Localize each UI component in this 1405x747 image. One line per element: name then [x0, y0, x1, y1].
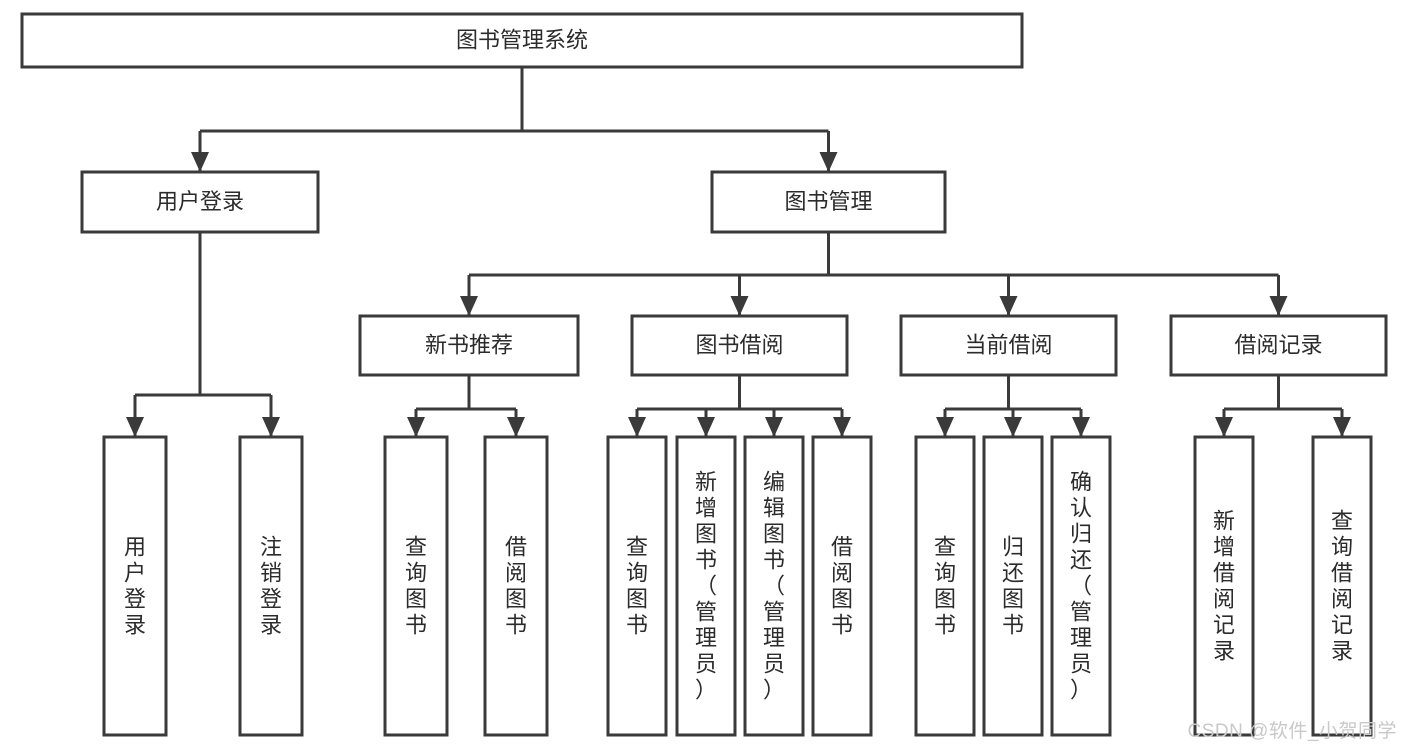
node-box[interactable] [743, 435, 805, 737]
node-box[interactable] [914, 435, 976, 737]
node-label: 当前借阅 [964, 332, 1052, 357]
node-leaf-add-borrow-record[interactable]: 新增借阅记录 [1193, 435, 1255, 737]
edge-arrow-head [697, 417, 715, 437]
edge-arrow-head [936, 417, 954, 437]
node-leaf-query-book-borrow[interactable]: 查询图书 [606, 435, 668, 737]
node-box[interactable] [238, 435, 304, 737]
node-borrow-record[interactable]: 借阅记录 [1169, 314, 1388, 377]
node-box[interactable] [899, 314, 1118, 377]
edge-group [936, 375, 1090, 437]
edge-arrow-head [507, 417, 525, 437]
node-label: 确认归还（管理员） [1070, 469, 1092, 702]
node-root[interactable]: 图书管理系统 [20, 12, 1024, 69]
node-box[interactable] [982, 435, 1044, 737]
edge-arrow-head [999, 296, 1018, 316]
node-box[interactable] [630, 314, 849, 377]
node-label: 归还图书 [1002, 534, 1024, 637]
edge-arrow-head [460, 296, 478, 316]
node-box[interactable] [383, 435, 449, 737]
edge-arrow-head [730, 296, 749, 316]
node-label: 注销登录 [260, 534, 282, 637]
node-label: 图书借阅 [695, 332, 783, 357]
node-box[interactable] [710, 170, 947, 234]
node-box[interactable] [80, 170, 320, 234]
node-label: 借阅记录 [1234, 332, 1322, 357]
node-label: 借阅图书 [831, 534, 853, 637]
node-label: 借阅图书 [505, 534, 527, 637]
node-layer: 图书管理系统用户登录图书管理新书推荐图书借阅当前借阅借阅记录用户登录注销登录查询… [20, 12, 1388, 737]
node-leaf-query-borrow-record[interactable]: 查询借阅记录 [1311, 435, 1373, 737]
node-box[interactable] [20, 12, 1024, 69]
node-leaf-edit-book-admin[interactable]: 编辑图书（管理员） [743, 435, 805, 737]
node-label: 新增借阅记录 [1213, 508, 1235, 663]
edge-arrow-head [262, 417, 280, 437]
edge-arrow-head [191, 152, 209, 172]
edge-arrow-head [819, 152, 838, 172]
edge-arrow-head [1333, 417, 1351, 437]
node-label: 查询图书 [405, 534, 427, 637]
edge-arrow-head [407, 417, 425, 437]
watermark: CSDN @软件_小贺同学 [1187, 721, 1397, 742]
node-book-borrow[interactable]: 图书借阅 [630, 314, 849, 377]
edge-arrow-head [1269, 296, 1288, 316]
edge-arrow-head [628, 417, 646, 437]
node-user-login[interactable]: 用户登录 [80, 170, 320, 234]
node-box[interactable] [606, 435, 668, 737]
edge-group [460, 232, 1288, 316]
node-leaf-return-book[interactable]: 归还图书 [982, 435, 1044, 737]
node-box[interactable] [483, 435, 549, 737]
edge-arrow-head [765, 417, 783, 437]
node-book-manage[interactable]: 图书管理 [710, 170, 947, 234]
node-label: 新增图书（管理员） [695, 469, 717, 702]
edge-layer [126, 67, 1351, 437]
node-label: 查询图书 [934, 534, 956, 637]
edge-arrow-head [1072, 417, 1090, 437]
edge-arrow-head [1004, 417, 1022, 437]
node-label: 编辑图书（管理员） [763, 469, 785, 702]
node-box[interactable] [358, 314, 580, 377]
edge-arrow-head [833, 417, 851, 437]
node-leaf-query-book-new[interactable]: 查询图书 [383, 435, 449, 737]
edge-arrow-head [126, 417, 144, 437]
node-label: 图书管理 [784, 189, 872, 214]
node-box[interactable] [1050, 435, 1112, 737]
node-label: 图书管理系统 [456, 27, 588, 52]
node-box[interactable] [1193, 435, 1255, 737]
edge-group [1215, 375, 1351, 437]
node-current-borrow[interactable]: 当前借阅 [899, 314, 1118, 377]
node-label: 用户登录 [124, 534, 146, 637]
node-box[interactable] [1311, 435, 1373, 737]
edge-group [628, 375, 851, 437]
node-label: 用户登录 [156, 189, 244, 214]
node-leaf-user-logout[interactable]: 注销登录 [238, 435, 304, 737]
node-leaf-user-login[interactable]: 用户登录 [102, 435, 168, 737]
edge-group [126, 232, 280, 437]
edge-arrow-head [1215, 417, 1233, 437]
node-box[interactable] [675, 435, 737, 737]
node-leaf-query-book-current[interactable]: 查询图书 [914, 435, 976, 737]
node-leaf-borrow-book-new[interactable]: 借阅图书 [483, 435, 549, 737]
node-label: 查询借阅记录 [1331, 508, 1353, 663]
edge-group [191, 67, 838, 172]
edge-group [407, 375, 525, 437]
node-box[interactable] [1169, 314, 1388, 377]
node-box[interactable] [811, 435, 873, 737]
node-box[interactable] [102, 435, 168, 737]
node-new-book-recommend[interactable]: 新书推荐 [358, 314, 580, 377]
node-leaf-borrow-book[interactable]: 借阅图书 [811, 435, 873, 737]
node-label: 新书推荐 [425, 332, 513, 357]
node-label: 查询图书 [626, 534, 648, 637]
node-leaf-confirm-return-admin[interactable]: 确认归还（管理员） [1050, 435, 1112, 737]
node-leaf-add-book-admin[interactable]: 新增图书（管理员） [675, 435, 737, 737]
